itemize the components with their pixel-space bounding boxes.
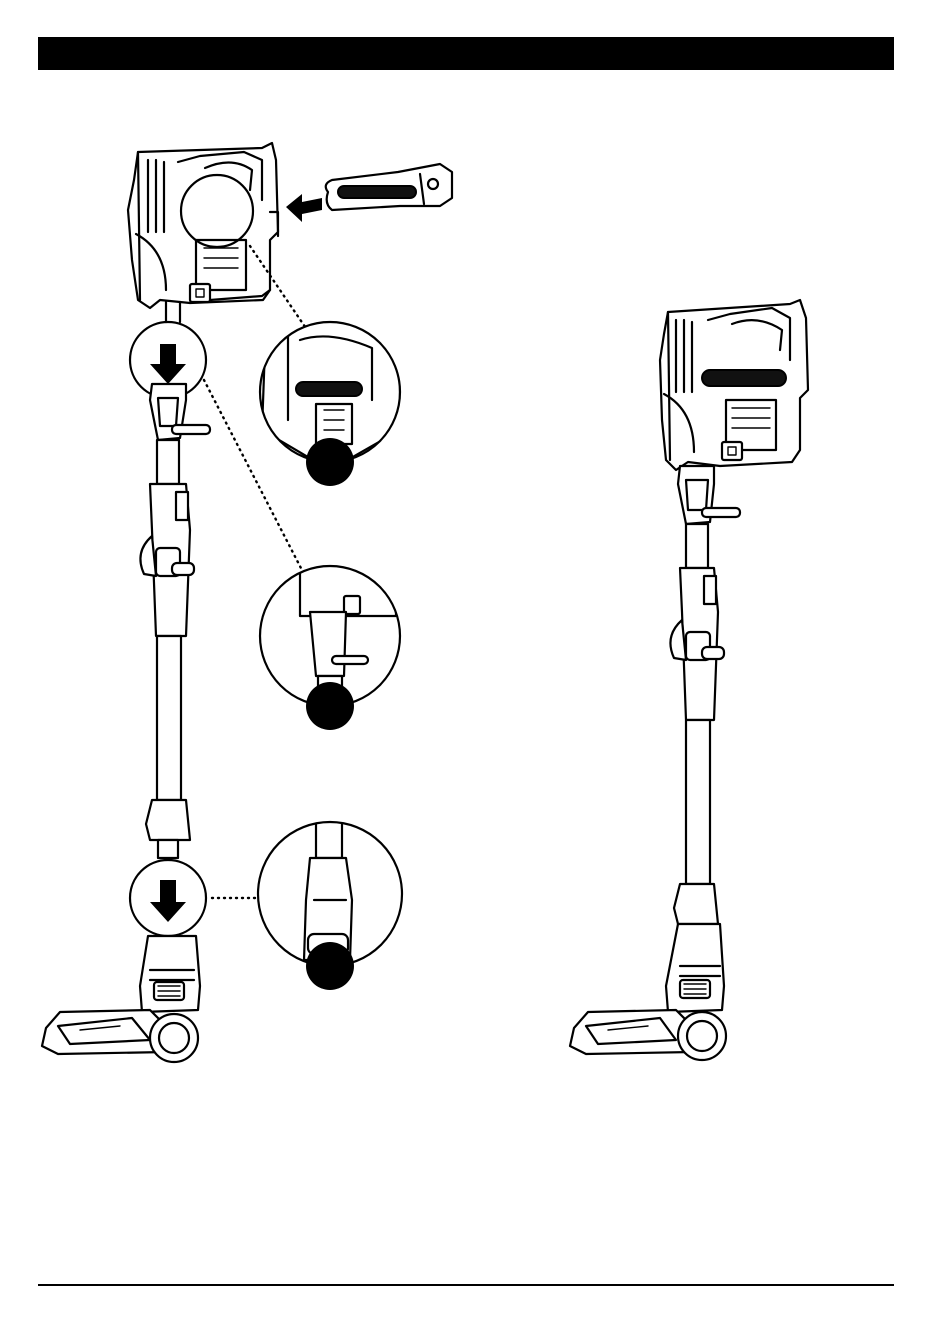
down-arrow-icon	[150, 344, 186, 384]
down-arrow-icon	[150, 880, 186, 922]
footer-rule	[38, 1284, 894, 1286]
insert-direction-arrow-icon	[286, 194, 322, 222]
detail-callout-bottom	[258, 818, 402, 990]
floor-nozzle-left	[42, 936, 200, 1062]
assembled-vacuum-right	[570, 300, 808, 1060]
handheld-unit-left	[128, 143, 278, 308]
detail-callout-middle	[260, 560, 400, 730]
release-tool	[326, 164, 452, 210]
detail-callout-top	[260, 320, 400, 486]
